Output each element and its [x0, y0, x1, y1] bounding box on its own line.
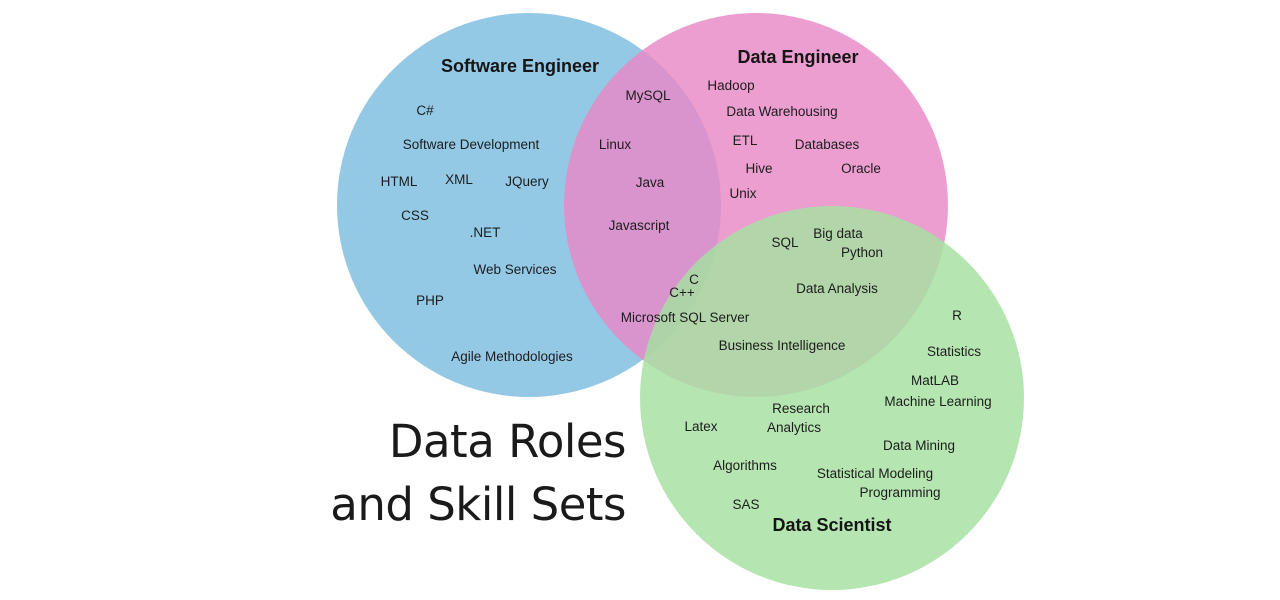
- skill-label: Hadoop: [707, 78, 754, 93]
- skill-label: Data Mining: [883, 438, 955, 453]
- role-label-data-engineer: Data Engineer: [737, 47, 858, 67]
- skill-label: HTML: [381, 174, 418, 189]
- skill-label: Databases: [795, 137, 860, 152]
- skill-label: CSS: [401, 208, 429, 223]
- skill-label: Linux: [599, 137, 632, 152]
- skill-label: Algorithms: [713, 458, 777, 473]
- diagram-title-line-2: and Skill Sets: [330, 478, 626, 531]
- skill-label: Data Analysis: [796, 281, 878, 296]
- skill-label: Java: [636, 175, 665, 190]
- skill-label: Agile Methodologies: [451, 349, 573, 364]
- skill-label: XML: [445, 172, 473, 187]
- circles-layer: [337, 13, 1024, 590]
- skill-label: Statistics: [927, 344, 981, 359]
- skill-label: C#: [416, 103, 434, 118]
- skill-label: C: [689, 272, 699, 287]
- skill-label: Latex: [684, 419, 717, 434]
- skill-label: Hive: [745, 161, 772, 176]
- skill-label: Data Warehousing: [726, 104, 837, 119]
- role-label-data-scientist: Data Scientist: [772, 515, 891, 535]
- skill-label: Javascript: [609, 218, 670, 233]
- skill-label: ETL: [733, 133, 758, 148]
- skill-label: JQuery: [505, 174, 549, 189]
- skill-label: Big data: [813, 226, 863, 241]
- role-label-software-engineer: Software Engineer: [441, 56, 599, 76]
- skill-label: Microsoft SQL Server: [621, 310, 750, 325]
- skill-label: SAS: [732, 497, 759, 512]
- skill-label: Business Intelligence: [719, 338, 846, 353]
- skill-label: MySQL: [625, 88, 671, 103]
- skill-label: Python: [841, 245, 883, 260]
- skill-label: C++: [669, 285, 695, 300]
- skill-label: .NET: [470, 225, 501, 240]
- diagram-title-line-1: Data Roles: [388, 415, 627, 468]
- circle-data-scientist: [640, 206, 1024, 590]
- skill-label: PHP: [416, 293, 444, 308]
- skill-label: Machine Learning: [884, 394, 991, 409]
- skill-label: Analytics: [767, 420, 821, 435]
- skill-label: Oracle: [841, 161, 881, 176]
- skill-label: SQL: [771, 235, 799, 250]
- skill-label: Programming: [859, 485, 940, 500]
- skill-label: R: [952, 308, 962, 323]
- skill-label: Unix: [729, 186, 756, 201]
- skill-label: Web Services: [473, 262, 556, 277]
- skill-label: Research: [772, 401, 830, 416]
- skill-label: Software Development: [403, 137, 540, 152]
- skill-label: MatLAB: [911, 373, 959, 388]
- skill-label: Statistical Modeling: [817, 466, 933, 481]
